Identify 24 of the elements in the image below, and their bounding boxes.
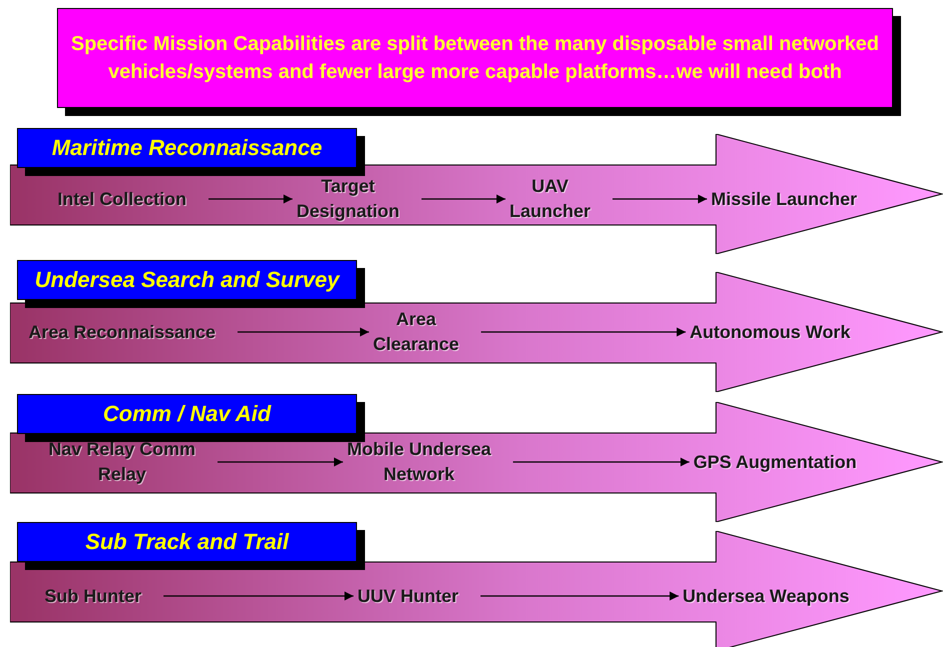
arrow [238, 328, 369, 336]
arrow [164, 592, 354, 600]
capability-label: Autonomous Work [670, 320, 870, 344]
capability-label: Undersea Weapons [661, 584, 871, 608]
arrow [612, 194, 707, 204]
arrow [208, 194, 292, 204]
arrow [218, 458, 343, 466]
capability-label: Sub Hunter [23, 584, 163, 608]
arrow [480, 592, 679, 600]
capability-label: Area Reconnaissance [27, 320, 217, 344]
process-arrow-band [10, 272, 943, 392]
capability-label: Nav Relay Comm Relay [37, 437, 207, 487]
capability-label: GPS Augmentation [675, 450, 875, 474]
arrow [422, 194, 506, 204]
arrow [481, 328, 686, 336]
capability-label: Intel Collection [37, 186, 207, 212]
capability-label: UAV Launcher [495, 174, 605, 224]
capability-label: UUV Hunter [343, 584, 473, 608]
capability-label: Target Designation [283, 174, 413, 224]
capability-label: Mobile Undersea Network [329, 437, 509, 487]
capability-label: Area Clearance [351, 307, 481, 357]
arrow [513, 458, 690, 466]
capability-label: Missile Launcher [684, 186, 884, 212]
process-arrow-band [10, 531, 943, 647]
